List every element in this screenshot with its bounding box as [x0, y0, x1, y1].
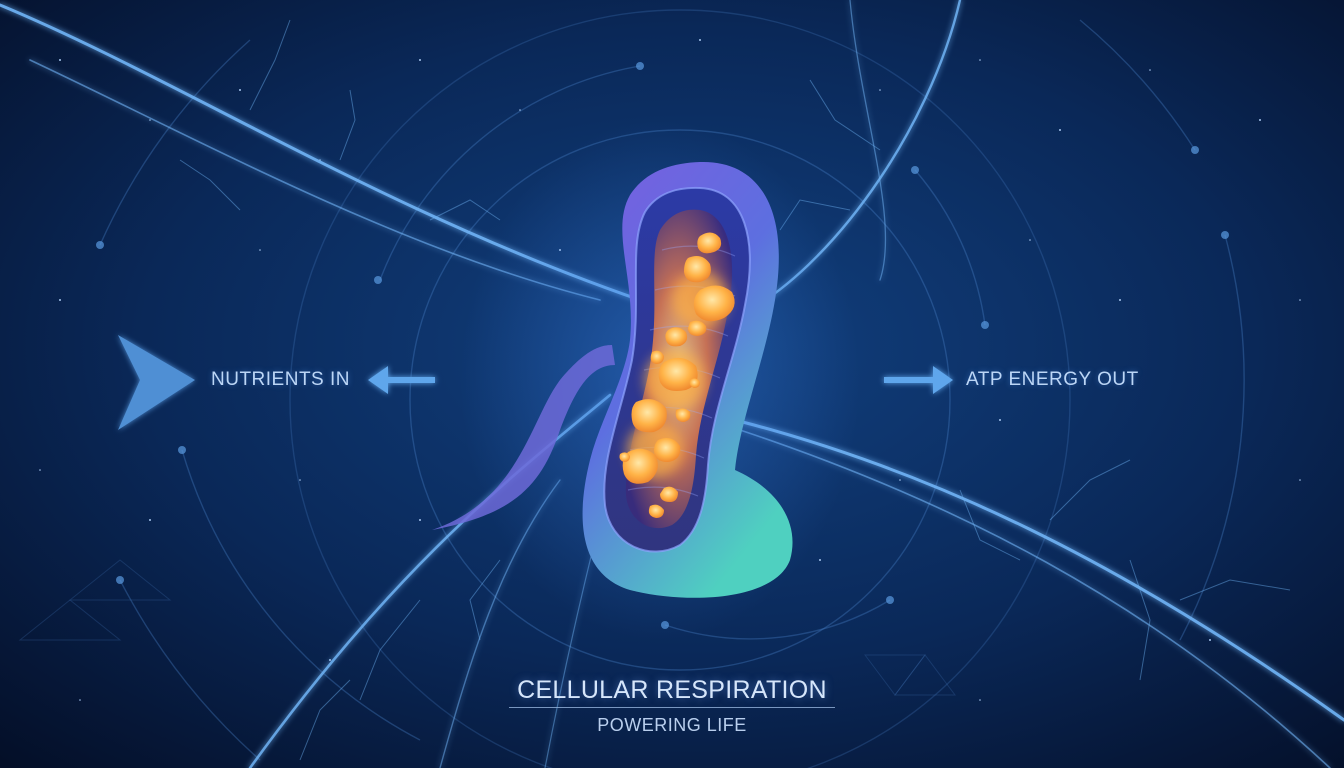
play-triangle-icon	[118, 335, 195, 430]
decor-triangles	[18, 559, 956, 696]
atp-granules	[619, 232, 735, 518]
right-arrow-icon	[884, 366, 953, 394]
left-arrow-icon	[368, 366, 435, 394]
mitochondrion-tail	[432, 345, 615, 530]
title-underline	[509, 707, 835, 708]
atp-energy-out-label: ATP ENERGY OUT	[966, 369, 1139, 390]
nutrients-in-label: NUTRIENTS IN	[211, 369, 350, 390]
mitochondrion	[582, 161, 793, 598]
diagram-title: CELLULAR RESPIRATION	[517, 676, 827, 704]
diagram-subtitle: POWERING LIFE	[597, 715, 747, 735]
orbit-rings	[99, 9, 1245, 773]
